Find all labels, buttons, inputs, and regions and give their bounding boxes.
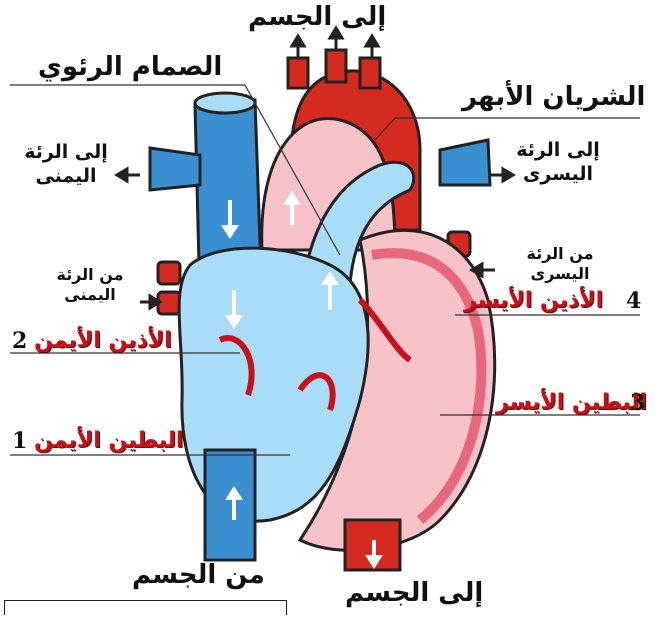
label-to-body-bottom: إلى الجسم xyxy=(345,578,483,608)
label-pulmonary-valve: الصمام الرئوي xyxy=(38,52,222,82)
number-right-atrium: 2 xyxy=(12,328,27,354)
label-from-right-lung: من الرئة اليمنى xyxy=(48,265,132,305)
label-right-ventricle: البطين الأيمن xyxy=(34,428,183,453)
label-to-right-lung: إلى الرئة اليمنى xyxy=(20,140,112,188)
label-to-left-lung: إلى الرئة اليسرى xyxy=(512,138,604,186)
label-right-atrium: الأذين الأيمن xyxy=(34,328,172,353)
label-to-body-top: إلى الجسم xyxy=(248,2,386,32)
number-left-atrium: 4 xyxy=(626,288,641,314)
number-left-ventricle: 3 xyxy=(630,390,645,416)
number-right-ventricle: 1 xyxy=(12,428,27,454)
answer-box xyxy=(4,600,287,615)
label-aorta: الشريان الأبهر xyxy=(462,82,645,112)
label-left-atrium: الأذين الأيسر xyxy=(464,288,603,313)
label-from-body: من الجسم xyxy=(132,560,265,590)
label-left-ventricle: البطين الأيسر xyxy=(496,390,647,415)
label-from-left-lung: من الرئة اليسرى xyxy=(520,244,600,284)
